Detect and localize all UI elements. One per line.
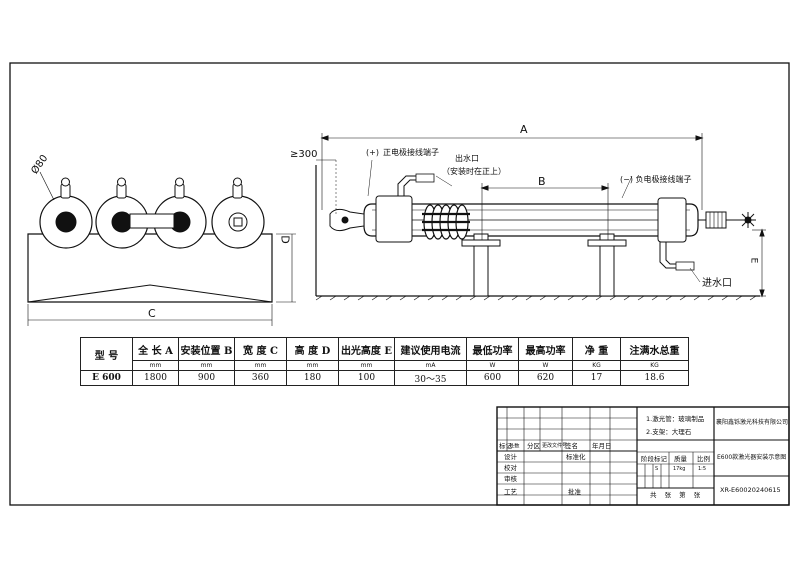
drawing-number: XR-E60020240615 (720, 486, 781, 494)
company-name: 襄阳鑫铄激光科技有限公司 (716, 419, 789, 426)
rev-header-zone: 分区 (527, 442, 540, 450)
water-outlet-note: （安装时在正上） (442, 167, 506, 176)
rev-header-date: 年月日 (592, 442, 612, 450)
spec-value: 100 (338, 370, 395, 386)
spec-value: 1800 (132, 370, 179, 386)
role-process: 工艺 (504, 488, 517, 496)
spec-header: 型 号 (80, 337, 133, 371)
spec-unit: mm (286, 360, 339, 371)
role-approve: 批准 (568, 488, 581, 496)
role-standard: 标准化 (566, 453, 586, 461)
pos-terminal-label: 正电极接线端子 (383, 148, 439, 157)
spec-unit: mm (338, 360, 395, 371)
spec-header: 高 度 D (286, 337, 339, 361)
role-design: 设计 (504, 453, 517, 461)
rev-header-mark: 标记 (499, 442, 512, 450)
weight-label: 质量 (674, 455, 687, 463)
spec-value: 180 (286, 370, 339, 386)
spec-unit-row: mm mm mm mm mm mA W W KG KG (81, 360, 689, 371)
spec-header: 注满水总重 (620, 337, 689, 361)
spec-header: 建议使用电流 (394, 337, 467, 361)
dim-c-label: C (148, 307, 156, 320)
spec-header: 宽 度 C (234, 337, 287, 361)
spec-value: 17 (572, 370, 621, 386)
spec-value: 600 (466, 370, 519, 386)
scale-value: 1:5 (698, 466, 707, 472)
spec-table: 型 号 全 长 A 安装位置 B 宽 度 C 高 度 D 出光高度 E 建议使用… (80, 337, 689, 386)
role-check: 审核 (504, 475, 517, 483)
drawing-border (9, 62, 790, 506)
tube-section-1 (39, 177, 93, 249)
dim-b-label: B (538, 175, 546, 188)
spec-value-row: E 600 1800 900 360 180 100 30～35 600 620… (80, 370, 689, 386)
tube-section-4 (211, 177, 265, 249)
cooling-coil (422, 204, 470, 240)
dim-d-label: D (278, 235, 292, 244)
spec-unit: W (518, 360, 573, 371)
note-1: 1.激光管：玻璃制品 (646, 415, 705, 423)
spec-unit: mm (178, 360, 235, 371)
pos-sign-label: (+) (366, 148, 379, 157)
spec-unit: W (466, 360, 519, 371)
weight-value: 17kg (673, 466, 686, 472)
spec-value: 30～35 (394, 370, 467, 386)
drawing-name: E600款激光器安装示意图 (717, 454, 787, 461)
spec-value: 900 (178, 370, 235, 386)
spec-value: 18.6 (620, 370, 689, 386)
dim-a-label: A (520, 123, 528, 136)
tube-section-3 (153, 177, 207, 249)
side-view (315, 133, 766, 301)
rev-header-count: 处数 (509, 442, 520, 450)
tube-support-left (461, 233, 501, 297)
spec-header: 全 长 A (132, 337, 179, 361)
spec-header: 安装位置 B (178, 337, 235, 361)
dim-e-label: E (748, 257, 759, 264)
spec-unit: KG (620, 360, 689, 371)
spec-header: 最高功率 (518, 337, 573, 361)
water-inlet-label: 进水口 (702, 278, 732, 289)
water-outlet-label: 出水口 (455, 154, 479, 163)
neg-terminal-label: (−) 负电极接线端子 (620, 175, 692, 184)
spec-unit: mm (234, 360, 287, 371)
spec-header: 净 重 (572, 337, 621, 361)
spec-header: 最低功率 (466, 337, 519, 361)
note-2: 2.支架：大理石 (646, 428, 692, 436)
tube-section-2 (95, 177, 149, 249)
spec-unit: KG (572, 360, 621, 371)
spec-header: 出光高度 E (338, 337, 395, 361)
spec-value: 360 (234, 370, 287, 386)
stage-label: 阶段标记 (641, 455, 667, 463)
spec-value: 620 (518, 370, 573, 386)
role-draw: 校对 (504, 464, 517, 472)
rev-header-sign: 签名 (565, 442, 578, 450)
rev-header-doc: 更改文件号 (542, 443, 568, 449)
tube-support-right (587, 233, 627, 297)
end-view (27, 171, 296, 326)
sheet-count: 共 张 第 张 (650, 491, 701, 499)
spec-model-value: E 600 (80, 370, 133, 386)
stage-value: S (655, 466, 659, 472)
spec-unit: mA (394, 360, 467, 371)
scale-label: 比例 (697, 455, 710, 463)
spec-header-row: 型 号 全 长 A 安装位置 B 宽 度 C 高 度 D 出光高度 E 建议使用… (80, 337, 689, 371)
terminal-star-icon (740, 212, 756, 228)
min-distance-label: ≥300 (290, 149, 318, 160)
spec-unit: mm (132, 360, 179, 371)
